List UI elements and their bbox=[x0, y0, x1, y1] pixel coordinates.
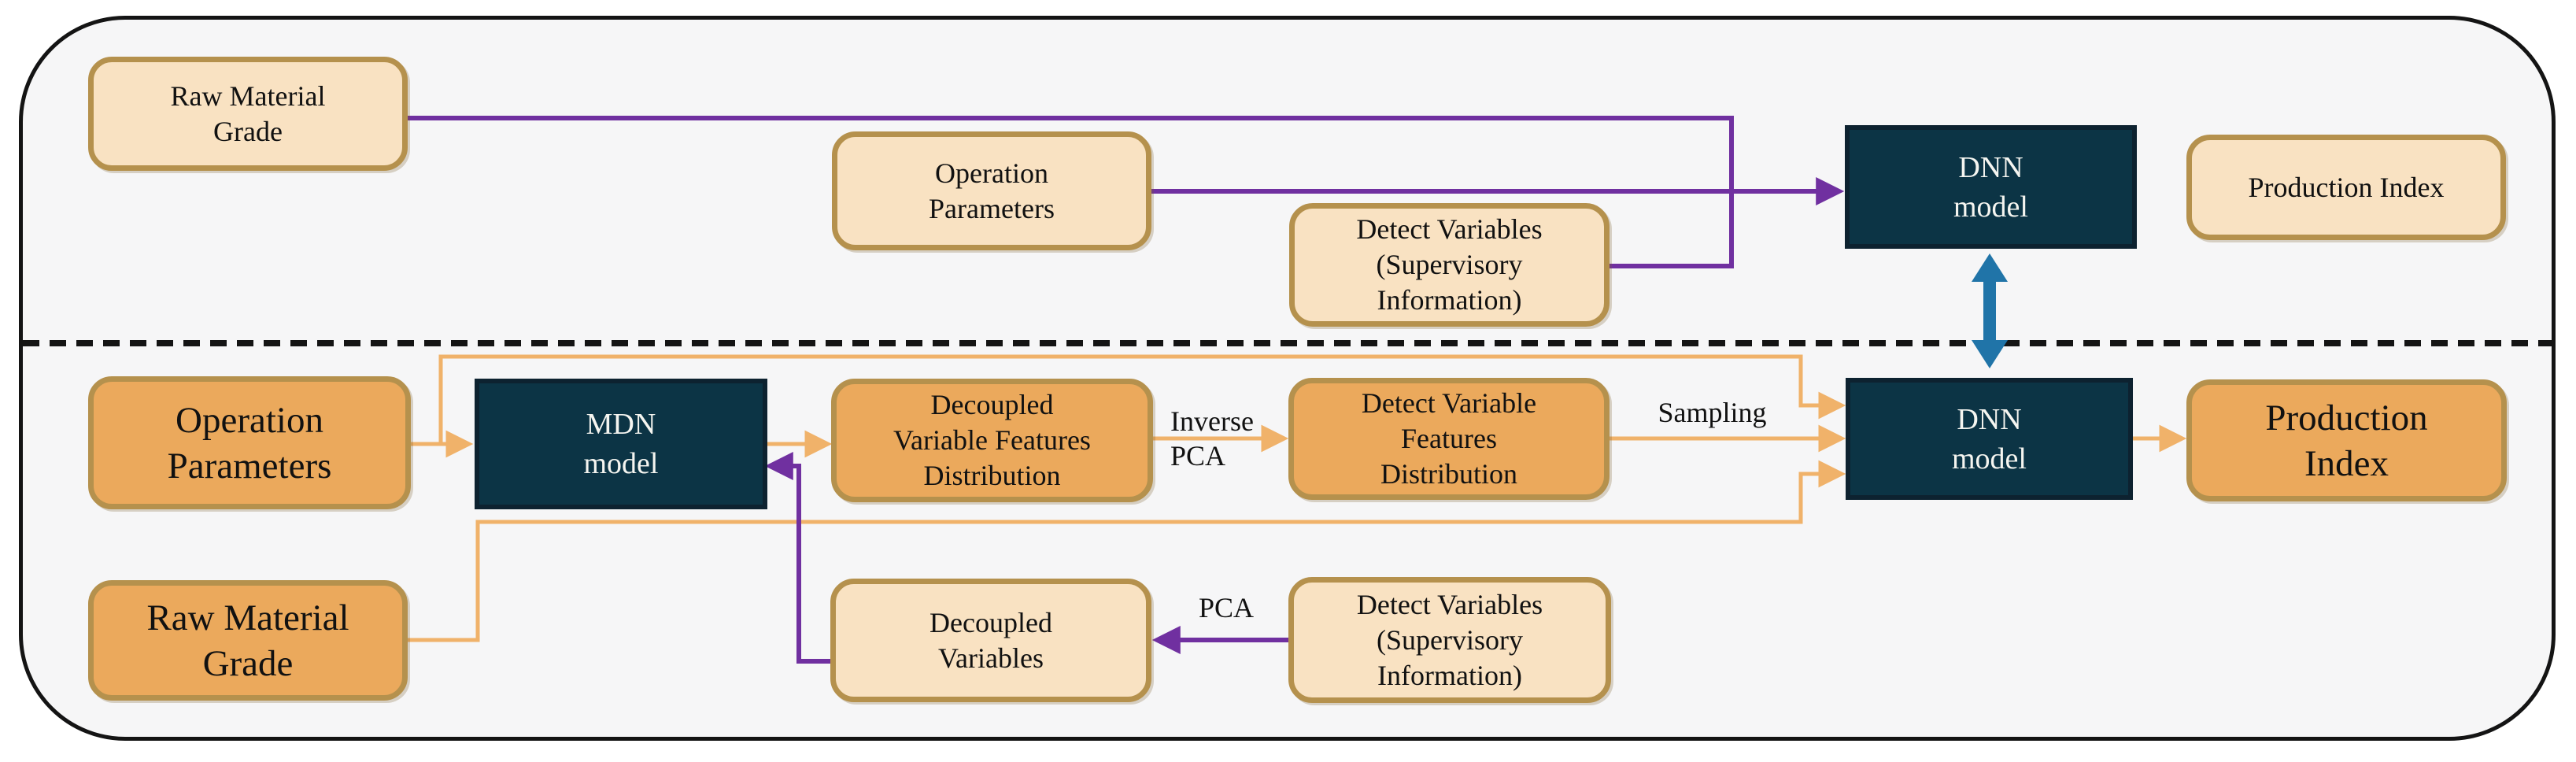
node-dnn-model-bottom: DNN model bbox=[1846, 378, 2133, 500]
dnn-link-double-arrow bbox=[1972, 253, 2008, 368]
edge-decoupled-to-mdn-feedback bbox=[764, 452, 830, 664]
node-operation-parameters-bottom: Operation Parameters bbox=[88, 376, 411, 509]
node-raw-material-grade-top: Raw Material Grade bbox=[88, 57, 408, 171]
node-detect-variable-features-distribution: Detect Variable Features Distribution bbox=[1288, 378, 1610, 500]
edge-rmg-bot-bypass-to-dnn bbox=[408, 460, 1846, 642]
node-decoupled-variable-features-distribution: Decoupled Variable Features Distribution bbox=[831, 379, 1153, 502]
node-decoupled-variables: Decoupled Variables bbox=[830, 579, 1151, 702]
node-detect-variables-bottom: Detect Variables (Supervisory Informatio… bbox=[1288, 577, 1611, 703]
node-mdn-model: MDN model bbox=[475, 379, 767, 509]
node-operation-parameters-top: Operation Parameters bbox=[832, 131, 1151, 250]
edge-detect-top-to-junction bbox=[1610, 194, 1734, 268]
label-pca: PCA bbox=[1198, 592, 1255, 623]
node-raw-material-grade-bottom: Raw Material Grade bbox=[88, 580, 408, 701]
edge-rmg-top-to-junction bbox=[408, 116, 1734, 189]
label-sampling: Sampling bbox=[1658, 397, 1767, 428]
node-dnn-model-top: DNN model bbox=[1845, 125, 2137, 249]
node-detect-variables-top: Detect Variables (Supervisory Informatio… bbox=[1289, 203, 1610, 327]
label-inverse-pca: Inverse PCA bbox=[1170, 405, 1254, 472]
node-production-index-bottom: Production Index bbox=[2186, 379, 2507, 501]
edge-op-bot-bypass-to-dnn bbox=[438, 354, 1846, 442]
node-production-index-top: Production Index bbox=[2186, 135, 2506, 240]
